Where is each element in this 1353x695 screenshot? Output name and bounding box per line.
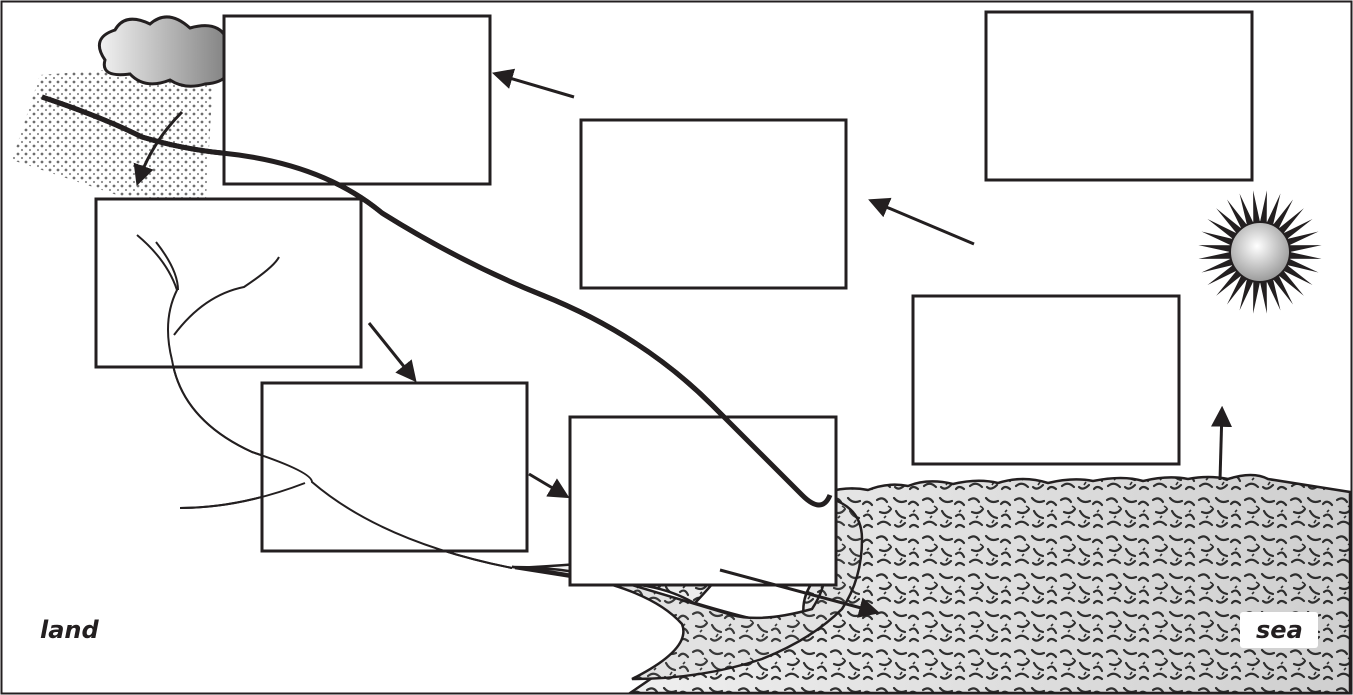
answer-box-4[interactable] [96,199,361,367]
answer-box-7[interactable] [570,417,836,585]
arrow-condensation [496,74,574,97]
land-label: land [40,616,100,644]
answer-box-6[interactable] [262,383,527,551]
arrow-runoff-2 [529,474,566,496]
cloud-icon [99,17,231,86]
sun-icon [1198,190,1321,313]
sea-label: sea [1256,616,1303,644]
answer-box-5[interactable] [913,296,1179,464]
arrow-evaporation [1220,410,1222,480]
arrow-rise [872,201,974,244]
arrow-runoff-1 [369,323,414,379]
answer-box-3[interactable] [581,120,846,288]
answer-box-2[interactable] [986,12,1252,180]
